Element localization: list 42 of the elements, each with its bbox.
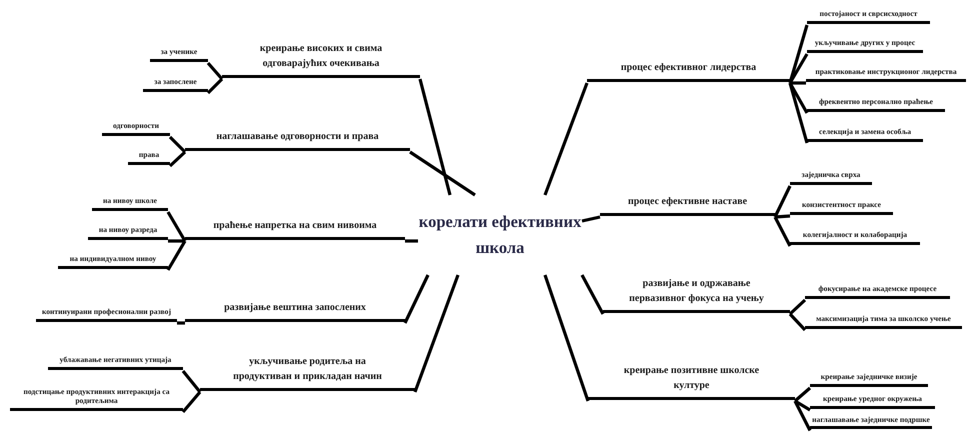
- branch-line: [794, 400, 812, 432]
- branch-line: [774, 214, 790, 219]
- branch-line: [166, 240, 186, 271]
- branch-line: [543, 274, 590, 402]
- topic-label: развијање вештина запослених: [185, 300, 405, 322]
- branch-line: [788, 298, 806, 316]
- branch-line: [168, 136, 186, 154]
- central-topic: корелати ефективних школа: [418, 195, 582, 275]
- topic-label: наглашавање одговорности и права: [185, 128, 410, 150]
- topic-label: укључивање родитеља на продуктиван и прикладан начин: [200, 354, 415, 390]
- branch-line: [182, 390, 202, 414]
- branch-line: [414, 274, 460, 393]
- branch-line: [182, 370, 202, 393]
- branch-line: [790, 81, 806, 85]
- branch-line: [794, 386, 812, 402]
- branch-line: [405, 239, 418, 243]
- branch-line: [168, 239, 185, 243]
- branch-line: [206, 78, 224, 94]
- branch-line: [788, 53, 808, 84]
- branch-line: [788, 82, 808, 114]
- branch-line: [206, 62, 224, 80]
- topic-label: процес ефективног лидерства: [587, 60, 790, 82]
- topic-label: креирање позитивне школске културе: [588, 364, 795, 400]
- branch-line: [404, 274, 430, 324]
- branch-line: [788, 24, 809, 84]
- branch-line: [582, 215, 600, 223]
- branch-line: [774, 185, 792, 218]
- topic-label: праћење напретка на свим нивоима: [185, 218, 405, 240]
- topic-label: развијање и одржавање первазивног фокуса на учењу: [603, 276, 790, 312]
- branch-line: [580, 274, 604, 315]
- topic-label: процес ефективне наставе: [600, 194, 775, 216]
- branch-line: [774, 216, 792, 247]
- branch-line: [166, 211, 186, 242]
- branch-line: [177, 321, 185, 325]
- branch-line: [788, 312, 806, 332]
- branch-line: [788, 82, 809, 144]
- branch-line: [794, 400, 811, 412]
- branch-line: [418, 78, 452, 196]
- branch-line: [168, 150, 186, 168]
- branch-line: [409, 150, 476, 196]
- branch-line: [544, 82, 588, 196]
- topic-label: креирање високих и свима одговарајућих очекивања: [222, 42, 420, 78]
